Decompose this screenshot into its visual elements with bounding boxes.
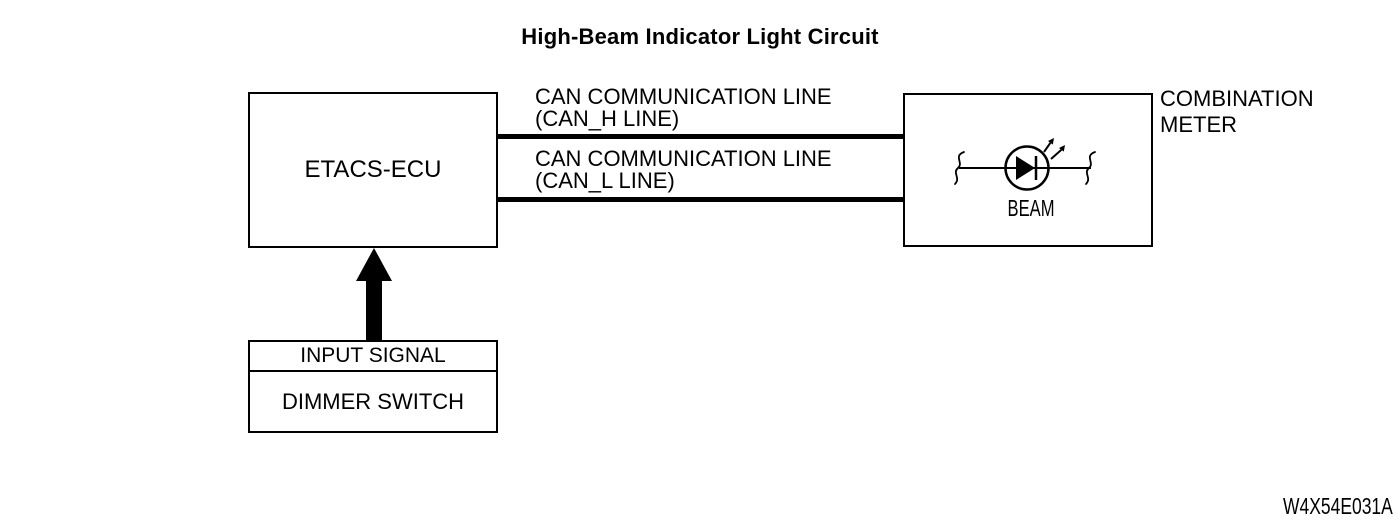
led-circle — [1004, 145, 1050, 191]
etacs-ecu-label: ETACS-ECU — [304, 156, 442, 183]
emission-arrow-2 — [1050, 149, 1063, 160]
diode-triangle — [1016, 156, 1035, 180]
input-signal-label: INPUT SIGNAL — [300, 344, 446, 367]
emission-arrow-1 — [1043, 142, 1052, 153]
combination-meter-label: COMBINATION METER — [1160, 86, 1314, 137]
can-h-label-line1: CAN COMMUNICATION LINE — [535, 84, 832, 109]
emission-arrow-2-head — [1059, 145, 1065, 152]
dimmer-switch-label: DIMMER SWITCH — [281, 388, 465, 414]
up-arrow-icon — [356, 248, 392, 341]
can-h-label: CAN COMMUNICATION LINE (CAN_H LINE) — [535, 86, 832, 130]
diagram-title: High-Beam Indicator Light Circuit — [521, 24, 879, 49]
can-l-label-line1: CAN COMMUNICATION LINE — [535, 146, 832, 171]
dimmer-switch-row: DIMMER SWITCH — [250, 372, 496, 431]
can-h-label-line2: (CAN_H LINE) — [535, 106, 680, 131]
can-l-label-line2: (CAN_L LINE) — [535, 168, 675, 193]
beam-indicator-label: BEAM — [1007, 195, 1055, 221]
up-arrow-shape — [356, 248, 392, 341]
led-indicator-icon — [954, 138, 1096, 191]
can-l-wire — [497, 197, 903, 202]
wire-break-icon-left — [954, 151, 965, 185]
input-signal-row: INPUT SIGNAL — [250, 342, 496, 372]
figure-code: W4X54E031A — [1283, 493, 1393, 519]
can-h-wire — [497, 134, 903, 139]
emission-arrow-1-head — [1048, 138, 1054, 145]
can-l-label: CAN COMMUNICATION LINE (CAN_L LINE) — [535, 148, 832, 192]
etacs-ecu-block: ETACS-ECU — [248, 92, 498, 248]
dimmer-switch-block: INPUT SIGNAL DIMMER SWITCH — [248, 340, 498, 433]
